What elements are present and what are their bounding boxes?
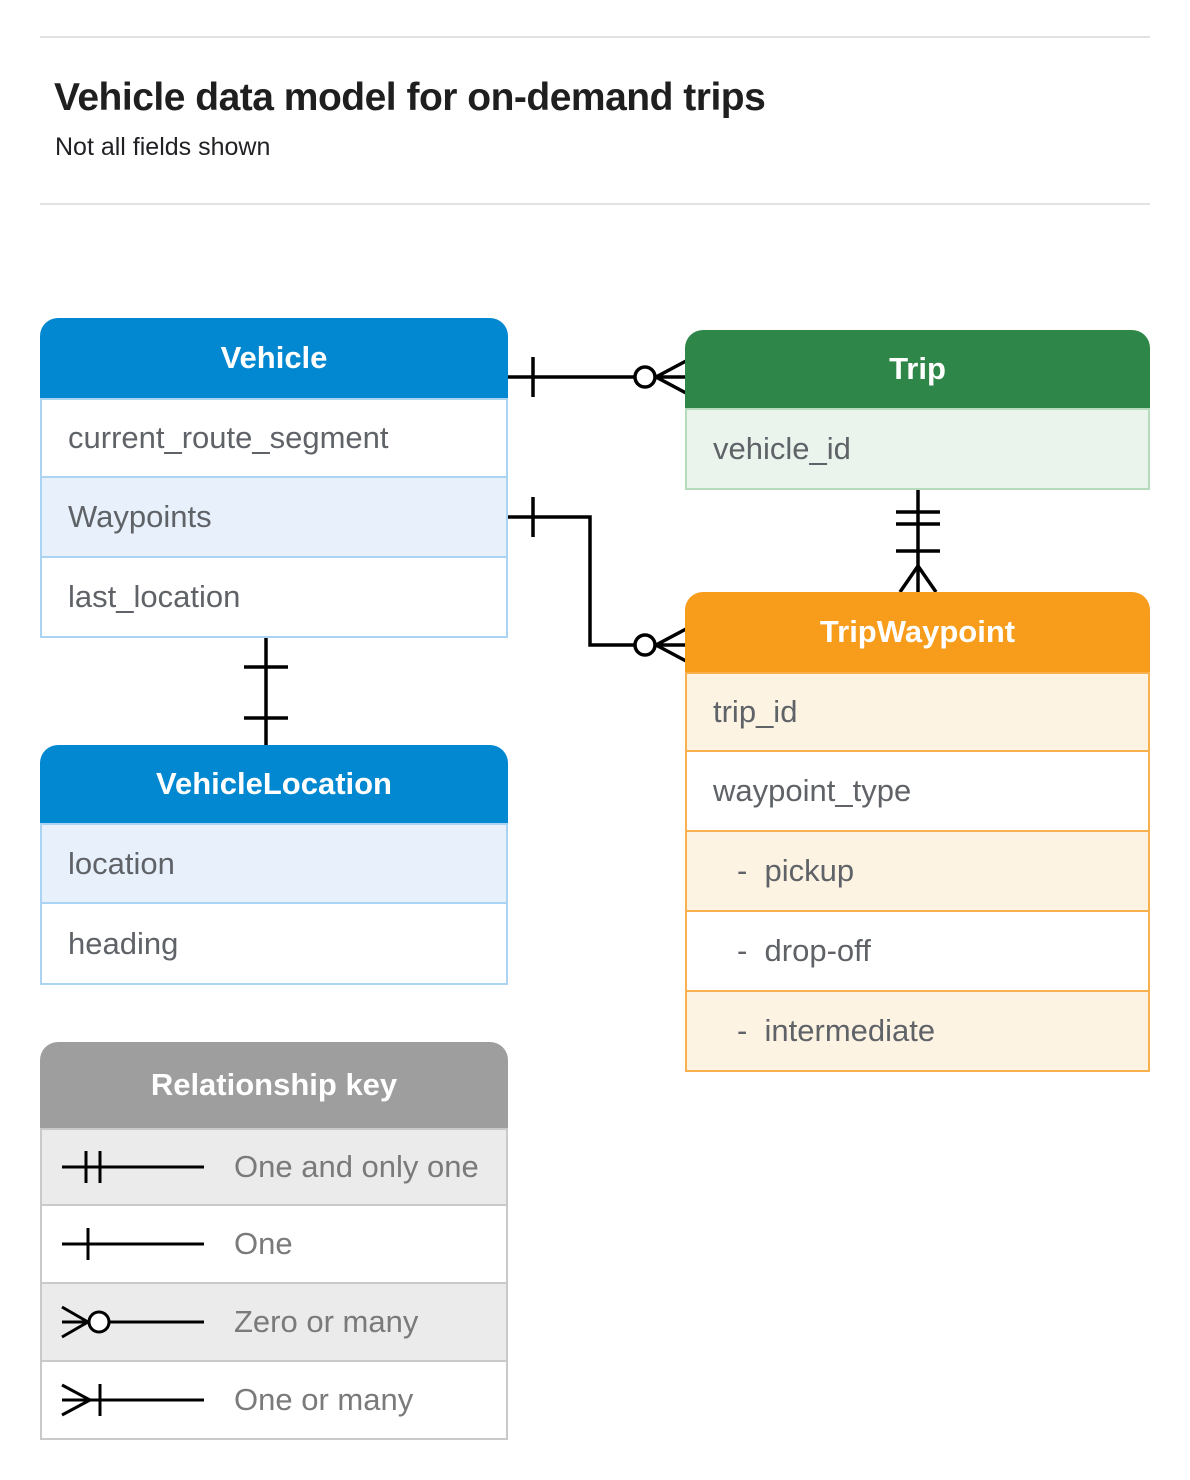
one-and-only-one-icon — [62, 1151, 204, 1183]
header-divider — [40, 203, 1150, 205]
field-waypoints: Waypoints — [40, 478, 508, 558]
field-waypoint-type: waypoint_type — [685, 752, 1150, 832]
page-title: Vehicle data model for on-demand trips — [54, 76, 766, 119]
key-row-one-and-only-one: One and only one — [40, 1128, 508, 1206]
entity-vehicle-title: Vehicle — [40, 318, 508, 398]
entity-trip-title: Trip — [685, 330, 1150, 408]
field-current-route-segment: current_route_segment — [40, 398, 508, 478]
field-waypoint-type-dropoff: - drop-off — [685, 912, 1150, 992]
field-waypoint-type-pickup: - pickup — [685, 832, 1150, 912]
field-vehicle-id: vehicle_id — [685, 408, 1150, 490]
key-label: One or many — [234, 1382, 414, 1417]
entity-vehicle: Vehicle current_route_segment Waypoints … — [40, 318, 508, 638]
zero-or-many-icon — [61, 1305, 204, 1339]
key-row-one-or-many: One or many — [40, 1362, 508, 1440]
field-last-location: last_location — [40, 558, 508, 638]
page-subtitle: Not all fields shown — [55, 133, 271, 161]
one-or-many-icon — [61, 1383, 204, 1417]
entity-tripwaypoint-title: TripWaypoint — [685, 592, 1150, 672]
relationship-trip-tripwaypoint — [896, 490, 940, 593]
one-icon — [62, 1228, 204, 1260]
key-row-one: One — [40, 1206, 508, 1284]
entity-tripwaypoint: TripWaypoint trip_id waypoint_type - pic… — [685, 592, 1150, 1072]
key-row-zero-or-many: Zero or many — [40, 1284, 508, 1362]
relationship-key: Relationship key One and only one One — [40, 1042, 508, 1440]
field-heading: heading — [40, 904, 508, 985]
entity-vehiclelocation: VehicleLocation location heading — [40, 745, 508, 985]
key-label: One and only one — [234, 1149, 479, 1184]
entity-vehiclelocation-title: VehicleLocation — [40, 745, 508, 823]
top-divider — [40, 36, 1150, 38]
field-location: location — [40, 823, 508, 904]
relationship-waypoints-tripwaypoint — [508, 497, 687, 663]
relationship-vehicle-vehiclelocation — [244, 638, 288, 745]
key-label: One — [234, 1226, 293, 1261]
relationship-vehicle-trip — [508, 357, 687, 397]
relationship-key-title: Relationship key — [40, 1042, 508, 1128]
key-label: Zero or many — [234, 1304, 419, 1339]
entity-trip: Trip vehicle_id — [685, 330, 1150, 490]
field-waypoint-type-intermediate: - intermediate — [685, 992, 1150, 1072]
field-trip-id: trip_id — [685, 672, 1150, 752]
